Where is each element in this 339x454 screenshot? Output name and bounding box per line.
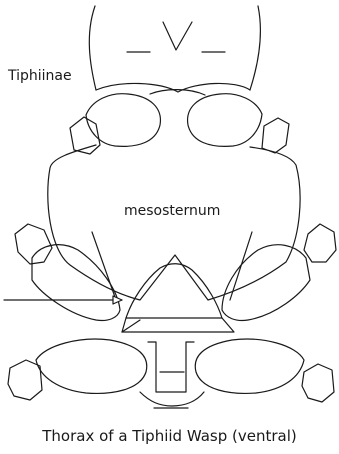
metasternum — [140, 342, 204, 408]
fore-coxae — [70, 83, 289, 154]
mid-coxae — [15, 224, 336, 321]
pronotum — [89, 6, 260, 90]
mesosternum-label: mesosternum — [124, 203, 220, 219]
pointer-arrow — [4, 296, 122, 304]
subfamily-label: Tiphiinae — [8, 68, 72, 84]
mesosternal-plate — [122, 264, 234, 332]
figure-caption: Thorax of a Tiphiid Wasp (ventral) — [0, 427, 339, 445]
mesosternum-body — [48, 145, 300, 300]
